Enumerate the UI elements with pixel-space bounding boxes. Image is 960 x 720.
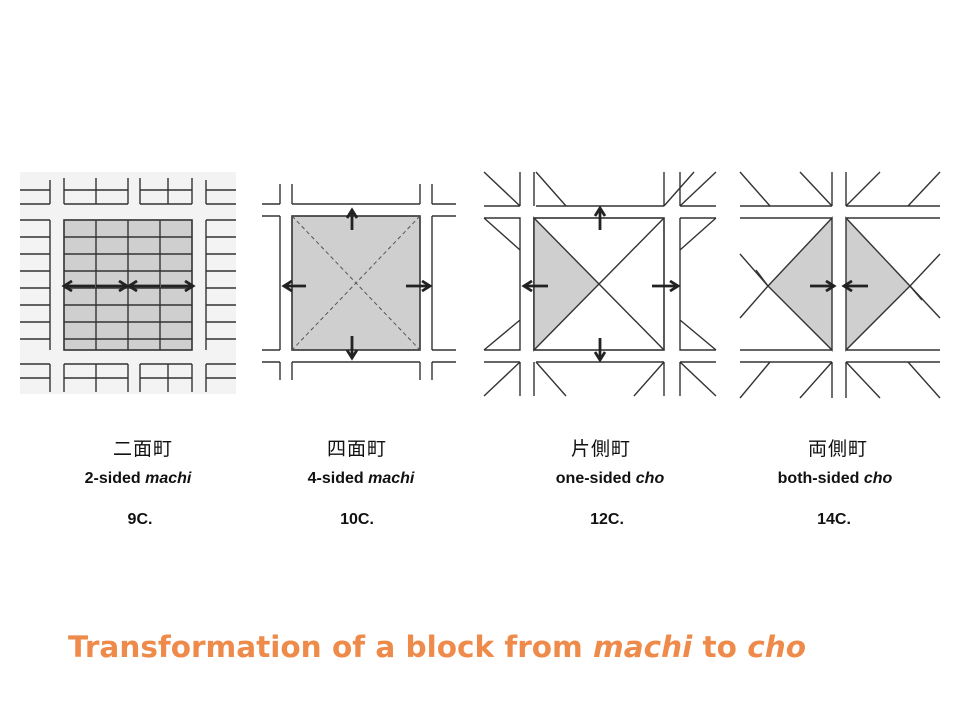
panel-2-kanji: 四面町 xyxy=(326,438,387,460)
arrows-one-sided xyxy=(524,208,678,360)
title-part-2: to xyxy=(692,630,748,664)
panel-2-name-italic: machi xyxy=(368,470,415,487)
panel-3-century: 12C. xyxy=(590,511,624,528)
diagram-one-sided-cho xyxy=(483,171,717,397)
panel-4-century: 14C. xyxy=(817,511,851,528)
panel-1-name: 2-sided machi xyxy=(33,470,243,488)
diagram-both-sided-cho xyxy=(739,171,941,399)
diagram-2-sided-machi xyxy=(20,172,236,394)
panel-4-name: both-sided cho xyxy=(730,470,940,488)
block-diagrams xyxy=(20,171,941,399)
arrows-4-sided xyxy=(284,210,430,358)
panel-3-name-italic: cho xyxy=(635,470,665,487)
panel-4-name-italic: cho xyxy=(863,470,893,487)
panel-1-name-plain: 2-sided xyxy=(84,470,146,487)
panel-1-kanji: 二面町 xyxy=(112,438,173,460)
page-title: Transformation of a block from machi to … xyxy=(68,630,948,664)
panel-4-kanji: 両側町 xyxy=(807,438,868,460)
title-italic-1: machi xyxy=(593,630,693,664)
title-italic-2: cho xyxy=(747,630,806,664)
panel-1-century: 9C. xyxy=(127,511,153,528)
panel-4-name-plain: both-sided xyxy=(777,470,864,487)
panel-2-name-plain: 4-sided xyxy=(307,470,369,487)
panel-3-name: one-sided cho xyxy=(505,470,715,488)
diagram-4-sided-machi xyxy=(262,184,456,380)
panel-2-name: 4-sided machi xyxy=(256,470,466,488)
panel-3-name-plain: one-sided xyxy=(555,470,636,487)
title-part-1: Transformation of a block from xyxy=(68,630,594,664)
panel-3-kanji: 片側町 xyxy=(570,438,631,460)
panel-1-name-italic: machi xyxy=(145,470,192,487)
panel-2-century: 10C. xyxy=(340,511,374,528)
